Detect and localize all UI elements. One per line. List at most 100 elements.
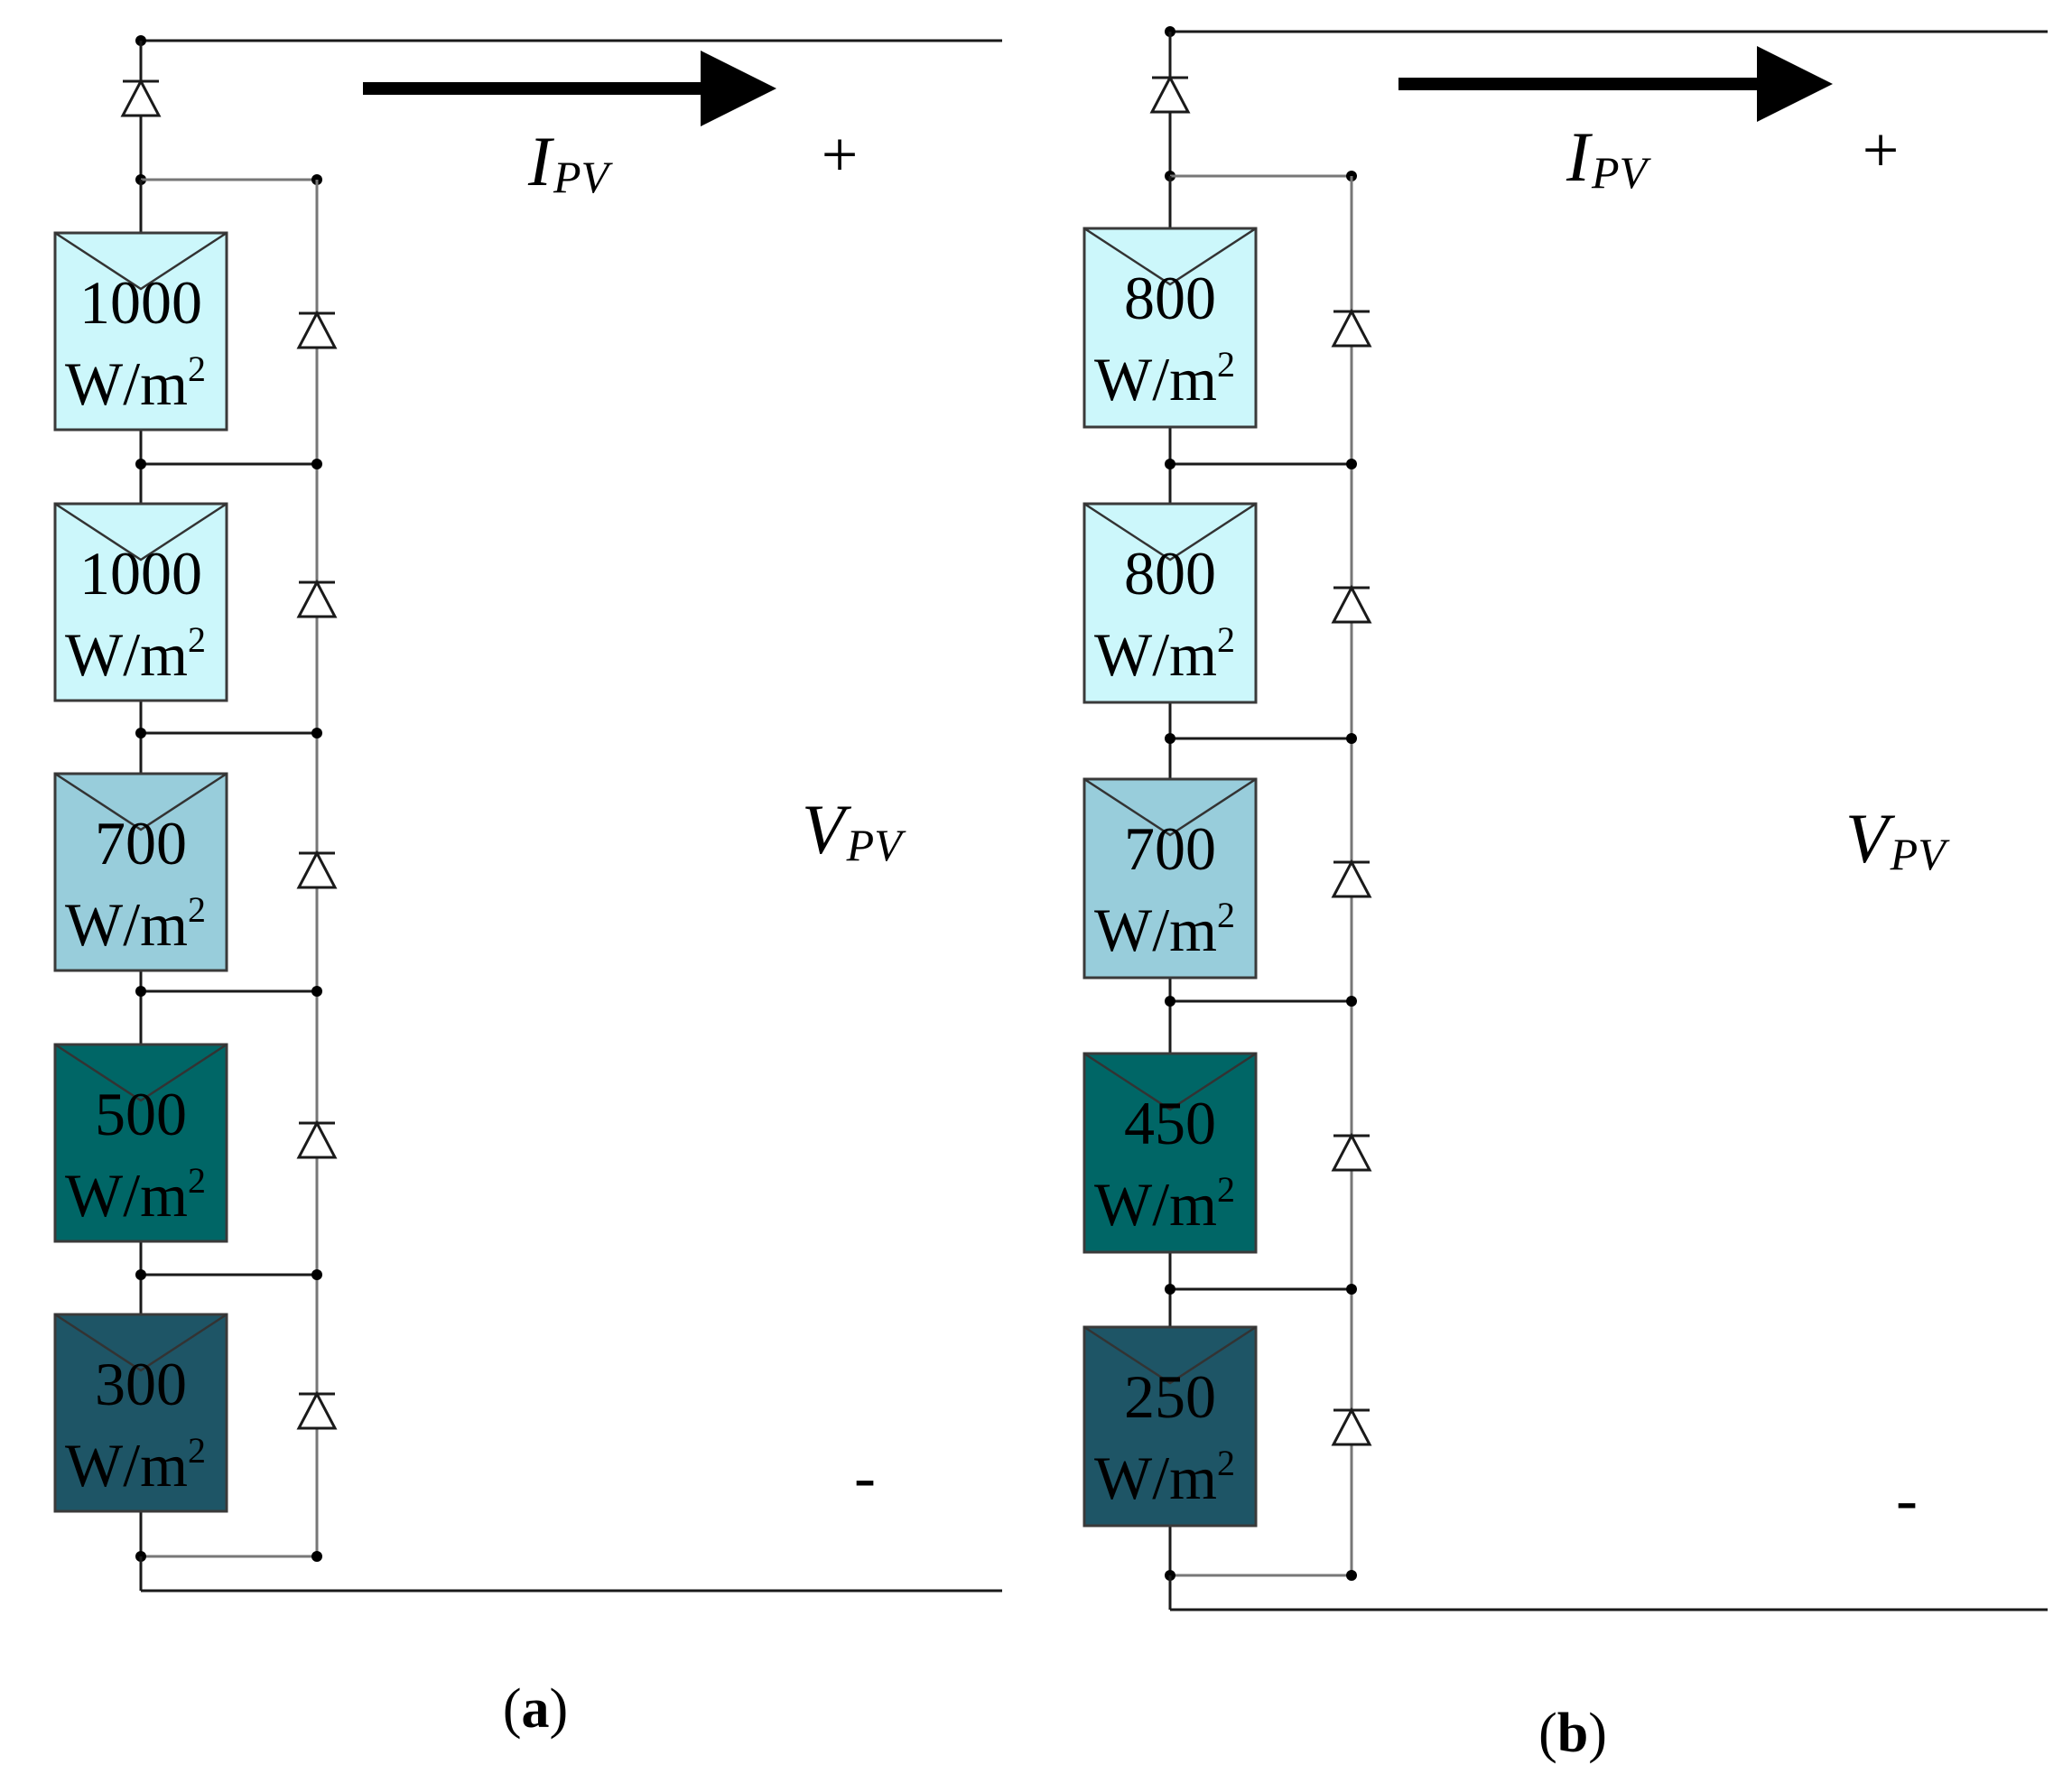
junction-node — [1346, 1570, 1357, 1581]
irradiance-unit: W/m2 — [1094, 1443, 1235, 1512]
irradiance-unit: W/m2 — [65, 1430, 206, 1500]
junction-node — [135, 459, 146, 469]
diode-symbol — [1331, 308, 1372, 348]
unit-exponent: 2 — [188, 1160, 206, 1201]
irradiance-unit: W/m2 — [1094, 619, 1235, 689]
junction-node — [135, 986, 146, 997]
unit-base: W/m — [65, 890, 188, 959]
unit-exponent: 2 — [1217, 344, 1235, 385]
irradiance-value: 500 — [95, 1080, 187, 1148]
positive-terminal-sign: + — [1863, 114, 1900, 186]
diode-triangle — [296, 1390, 338, 1430]
unit-base: W/m — [65, 1161, 188, 1230]
irradiance-value: 700 — [1124, 814, 1216, 883]
unit-exponent: 2 — [188, 1430, 206, 1471]
panel-box — [1082, 502, 1258, 704]
junction-node — [1346, 459, 1357, 469]
diode-triangle — [296, 850, 338, 889]
irradiance-value: 700 — [95, 809, 187, 878]
unit-base: W/m — [1094, 1170, 1217, 1239]
current-symbol: I — [527, 122, 555, 200]
diode-symbol — [296, 1390, 338, 1430]
panel-box — [53, 772, 228, 972]
unit-base: W/m — [1094, 1444, 1217, 1512]
panel-cell-lines — [1083, 1052, 1257, 1111]
junction-node — [135, 728, 146, 738]
diode-symbol — [1331, 859, 1372, 898]
panel-box — [53, 1313, 228, 1513]
current-symbol: I — [1566, 117, 1593, 196]
circuit-a: 1000W/m21000W/m2700W/m2500W/m2300W/m2IPV… — [53, 35, 1002, 1740]
junction-node — [311, 459, 322, 469]
current-subscript: PV — [553, 152, 614, 202]
panel-box — [1082, 777, 1258, 980]
diode-triangle — [1331, 859, 1372, 898]
unit-base: W/m — [1094, 620, 1217, 689]
diode-symbol — [1149, 74, 1191, 114]
panel-cell-lines — [1083, 227, 1257, 286]
junction-node — [1165, 1284, 1175, 1295]
junction-node — [311, 1269, 322, 1280]
positive-terminal-sign: + — [822, 118, 859, 190]
diode-triangle — [1331, 1407, 1372, 1446]
diode-symbol — [296, 1119, 338, 1159]
diagram-caption: (b) — [1538, 1703, 1607, 1764]
unit-base: W/m — [1094, 345, 1217, 413]
panel-box — [53, 502, 228, 702]
panel-box — [1082, 1052, 1258, 1254]
diode-symbol — [1331, 1132, 1372, 1172]
irradiance-unit: W/m2 — [65, 889, 206, 959]
junction-node — [135, 1269, 146, 1280]
diode-triangle — [120, 78, 162, 117]
caption-close-paren: ) — [550, 1678, 569, 1740]
junction-node — [311, 728, 322, 738]
diode-symbol — [120, 78, 162, 117]
diode-symbol — [296, 310, 338, 349]
junction-node — [1346, 1284, 1357, 1295]
panel-cell-lines — [54, 231, 228, 291]
voltage-symbol: V — [802, 790, 852, 868]
diode-symbol — [296, 850, 338, 889]
irradiance-value: 800 — [1124, 539, 1216, 608]
voltage-label: VPV — [1845, 799, 1950, 879]
unit-exponent: 2 — [1217, 1443, 1235, 1483]
current-label: IPV — [1566, 117, 1652, 198]
panel-box — [1082, 1325, 1258, 1528]
caption-open-paren: ( — [503, 1678, 522, 1740]
junction-node — [1165, 996, 1175, 1007]
voltage-symbol: V — [1845, 799, 1896, 878]
voltage-subscript: PV — [846, 820, 907, 870]
current-subscript: PV — [1591, 147, 1652, 198]
junction-node — [1165, 459, 1175, 469]
panel-cell-lines — [54, 772, 228, 831]
panel-cell-lines — [54, 1313, 228, 1372]
irradiance-unit: W/m2 — [1094, 1169, 1235, 1239]
caption-close-paren: ) — [1588, 1703, 1607, 1764]
diode-triangle — [1331, 1132, 1372, 1172]
junction-node — [311, 1551, 322, 1562]
panel-cell-lines — [1083, 502, 1257, 562]
panel-cell-lines — [54, 1043, 228, 1102]
unit-base: W/m — [65, 620, 188, 689]
caption-letter: b — [1557, 1703, 1588, 1764]
negative-terminal-sign: - — [1896, 1463, 1918, 1536]
caption-letter: a — [522, 1678, 550, 1740]
voltage-label: VPV — [802, 790, 906, 870]
irradiance-unit: W/m2 — [1094, 344, 1235, 413]
diagram-caption: (a) — [503, 1678, 568, 1740]
panel-box — [1082, 227, 1258, 429]
unit-exponent: 2 — [188, 348, 206, 389]
irradiance-value: 250 — [1124, 1362, 1216, 1431]
voltage-subscript: PV — [1890, 829, 1951, 879]
unit-exponent: 2 — [188, 889, 206, 930]
diode-symbol — [296, 579, 338, 618]
